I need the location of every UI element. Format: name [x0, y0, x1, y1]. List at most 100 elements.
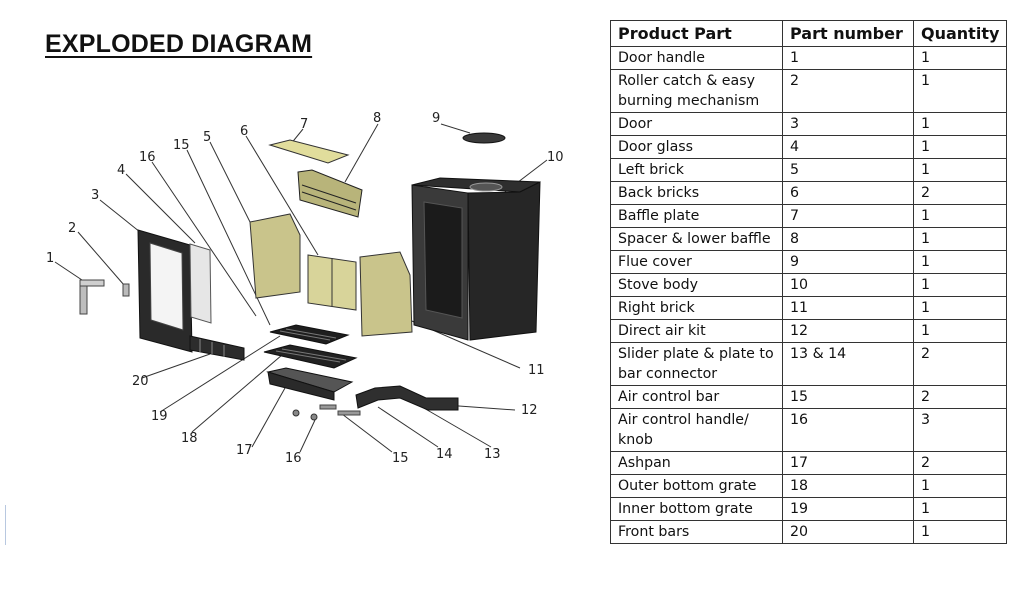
- callout-17: 17: [236, 443, 253, 458]
- number-cell: 12: [782, 319, 914, 343]
- part-cell: Direct air kit: [610, 319, 783, 343]
- part-cell: Stove body: [610, 273, 783, 297]
- callout-10: 10: [547, 150, 564, 165]
- column-header-part: Product Part: [610, 20, 783, 47]
- number-cell: 9: [782, 250, 914, 274]
- part-cell: Slider plate & plate to bar connector: [610, 342, 783, 386]
- number-cell: 17: [782, 451, 914, 475]
- callout-8: 8: [373, 111, 381, 126]
- part-cell: Roller catch & easy burning mechanism: [610, 69, 783, 113]
- callout-9: 9: [432, 111, 440, 126]
- number-cell: 16: [782, 408, 914, 452]
- number-cell: 6: [782, 181, 914, 205]
- callout-16: 16: [285, 451, 302, 466]
- callout-2: 2: [68, 221, 76, 236]
- part-cell: Flue cover: [610, 250, 783, 274]
- number-cell: 13 & 14: [782, 342, 914, 386]
- number-cell: 3: [782, 112, 914, 136]
- qty-cell: 1: [912, 474, 1008, 498]
- part-cell: Air control bar: [610, 385, 783, 409]
- callout-15: 15: [392, 451, 409, 466]
- number-cell: 8: [782, 227, 914, 251]
- column-header-quantity: Quantity: [912, 20, 1008, 47]
- inner-bottom-grate-part: [269, 324, 350, 345]
- callout-1: 1: [46, 251, 54, 266]
- number-cell: 2: [782, 69, 914, 113]
- callout-6: 6: [240, 124, 248, 139]
- part-cell: Door handle: [610, 46, 783, 70]
- number-cell: 7: [782, 204, 914, 228]
- stove-body-part: [411, 177, 541, 341]
- roller-catch-part: [122, 283, 130, 297]
- qty-cell: 2: [912, 181, 1008, 205]
- number-cell: 19: [782, 497, 914, 521]
- part-cell: Door: [610, 112, 783, 136]
- number-cell: 18: [782, 474, 914, 498]
- callout-14: 14: [436, 447, 453, 462]
- table-header-row: Product Part Part number Quantity: [610, 20, 1008, 47]
- qty-cell: 2: [912, 342, 1008, 386]
- number-cell: 5: [782, 158, 914, 182]
- door-part: [137, 229, 193, 353]
- callout-13: 13: [484, 447, 501, 462]
- qty-cell: 1: [912, 204, 1008, 228]
- diagram-title: EXPLODED DIAGRAM: [45, 30, 313, 58]
- qty-cell: 1: [912, 69, 1008, 113]
- qty-cell: 1: [912, 319, 1008, 343]
- qty-cell: 1: [912, 520, 1008, 544]
- callout-7: 7: [300, 117, 308, 132]
- qty-cell: 1: [912, 296, 1008, 320]
- qty-cell: 2: [912, 451, 1008, 475]
- qty-cell: 1: [912, 273, 1008, 297]
- number-cell: 10: [782, 273, 914, 297]
- leader-lines: [54, 123, 548, 453]
- part-cell: Spacer & lower baffle: [610, 227, 783, 251]
- callout-18: 18: [181, 431, 198, 446]
- qty-cell: 2: [912, 385, 1008, 409]
- part-cell: Back bricks: [610, 181, 783, 205]
- door-glass-part: [189, 243, 212, 324]
- qty-cell: 3: [912, 408, 1008, 452]
- air-control-knob-part: [292, 409, 318, 421]
- back-bricks-part: [307, 254, 357, 311]
- baffle-plate-part: [268, 139, 350, 164]
- air-control-bar-part: [319, 404, 361, 416]
- part-cell: Air control handle/ knob: [610, 408, 783, 452]
- callout-16-top: 16: [139, 150, 156, 165]
- callout-15-top: 15: [173, 138, 190, 153]
- front-bars-part: [189, 335, 245, 361]
- part-cell: Door glass: [610, 135, 783, 159]
- part-cell: Ashpan: [610, 451, 783, 475]
- number-cell: 1: [782, 46, 914, 70]
- qty-cell: 1: [912, 158, 1008, 182]
- door-handle-part: [79, 279, 105, 315]
- part-cell: Inner bottom grate: [610, 497, 783, 521]
- part-cell: Right brick: [610, 296, 783, 320]
- callout-4: 4: [117, 163, 125, 178]
- part-cell: Outer bottom grate: [610, 474, 783, 498]
- number-cell: 20: [782, 520, 914, 544]
- callout-5: 5: [203, 130, 211, 145]
- right-brick-part: [359, 251, 413, 337]
- parts-table: Product Part Part number Quantity Door h…: [610, 20, 1008, 544]
- qty-cell: 1: [912, 135, 1008, 159]
- qty-cell: 1: [912, 112, 1008, 136]
- left-brick-part: [249, 213, 301, 299]
